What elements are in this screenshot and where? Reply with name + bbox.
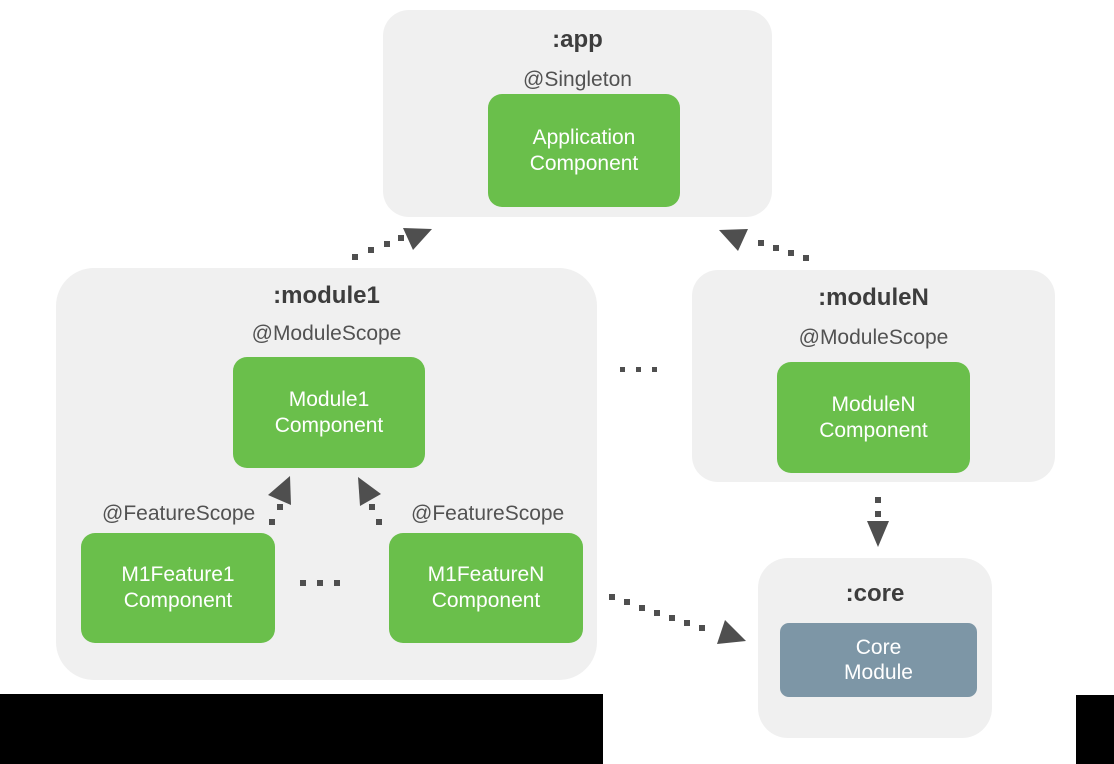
core-module-label-line2: Module xyxy=(844,661,913,684)
group-app: :app @Singleton Application Component xyxy=(383,10,772,217)
arrow-moduleN-to-core-icon xyxy=(867,497,889,547)
m1featureN-component-label-line1: M1FeatureN xyxy=(427,563,545,586)
m1featureN-component-box: M1FeatureN Component xyxy=(389,533,583,643)
application-component-label-line2: Component xyxy=(529,151,639,175)
feature1-scope-label: @FeatureScope xyxy=(102,502,256,525)
arrow-moduleN-to-app-icon xyxy=(719,229,809,261)
group-module1-title: :module1 xyxy=(273,282,380,309)
module1-component-label-line2: Component xyxy=(274,413,384,437)
application-component-box: Application Component xyxy=(488,94,680,207)
featureN-scope-label: @FeatureScope xyxy=(411,502,565,525)
black-bar-left xyxy=(0,694,603,764)
arrow-module1-to-core-icon xyxy=(609,594,746,644)
moduleN-component-box: ModuleN Component xyxy=(777,362,970,473)
module1-component-label-line1: Module1 xyxy=(288,387,370,411)
group-app-title: :app xyxy=(552,26,603,53)
m1feature1-component-label-line2: Component xyxy=(123,589,233,612)
arrow-module1-to-app-icon xyxy=(352,228,432,260)
m1feature1-component-label-line1: M1Feature1 xyxy=(121,563,235,586)
moduleN-component-label-line2: Component xyxy=(819,418,928,442)
group-core: :core Core Module xyxy=(758,558,992,738)
ellipsis-modules-icon xyxy=(620,367,657,372)
group-moduleN: :moduleN @ModuleScope ModuleN Component xyxy=(692,270,1055,482)
black-bar-right xyxy=(1076,695,1114,764)
m1featureN-component-label-line2: Component xyxy=(431,589,541,612)
application-component-label-line1: Application xyxy=(532,125,636,149)
group-module1-scope-label: @ModuleScope xyxy=(251,322,402,345)
group-moduleN-title: :moduleN xyxy=(818,284,929,311)
core-module-box: Core Module xyxy=(780,623,977,697)
group-moduleN-scope-label: @ModuleScope xyxy=(798,326,949,349)
group-core-title: :core xyxy=(845,580,905,607)
module1-component-box: Module1 Component xyxy=(233,357,425,468)
moduleN-component-label-line1: ModuleN xyxy=(831,392,916,416)
core-module-label-line1: Core xyxy=(855,636,902,659)
m1feature1-component-box: M1Feature1 Component xyxy=(81,533,275,643)
group-app-scope-label: @Singleton xyxy=(523,68,632,91)
group-module1: :module1 @ModuleScope Module1 Component … xyxy=(56,268,597,680)
